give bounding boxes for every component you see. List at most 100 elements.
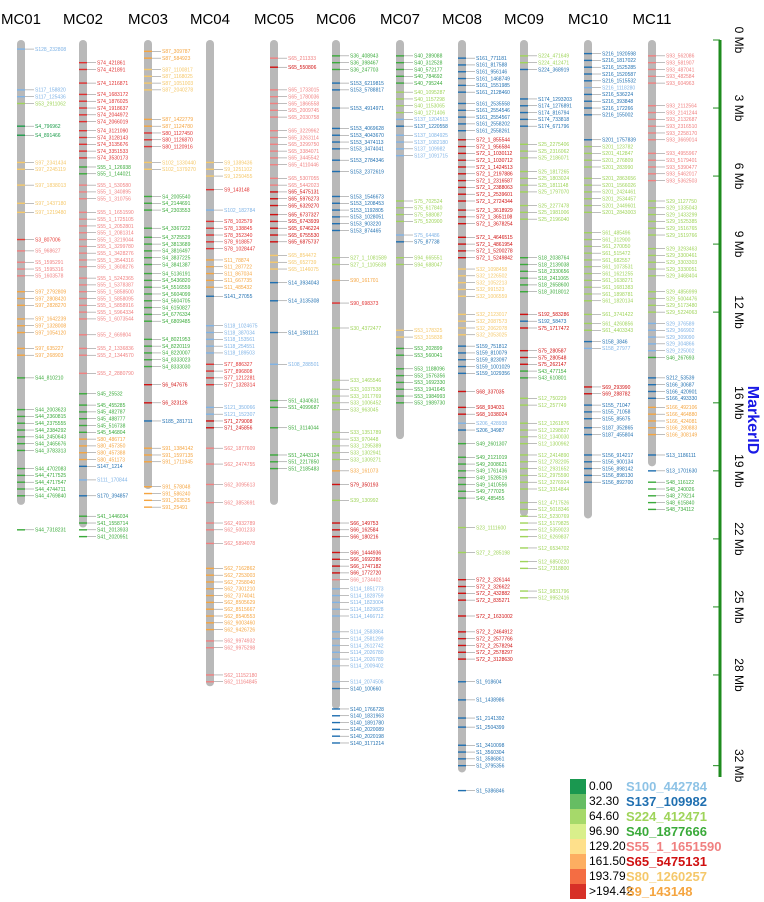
marker-label: S65_1780036 xyxy=(288,94,319,100)
marker-label: S44_4769840 xyxy=(35,494,66,500)
marker-label: S72_1_3678254 xyxy=(476,221,513,227)
chromosome-title: MC08 xyxy=(442,11,482,28)
marker-label: S40_1095287 xyxy=(414,90,445,96)
chromosome-mc06: MC06S36_408943S36_398467S36_247703S153_6… xyxy=(316,11,387,747)
marker-label: S18_2038764 xyxy=(538,255,569,261)
chromosome-mc08: MC08S161_771181S161_817588S161_956146S16… xyxy=(442,11,513,794)
marker-label: S1_1438986 xyxy=(476,698,505,704)
marker-label: S65_1866558 xyxy=(288,101,319,107)
marker-label: S18_2139038 xyxy=(538,262,569,268)
marker-label: S40_289088 xyxy=(414,54,443,60)
marker-label: S25_2196040 xyxy=(538,217,569,223)
marker-label: S32_1052213 xyxy=(476,280,507,286)
chromosome-title: MC01 xyxy=(1,11,41,28)
marker-label: S118_153561 xyxy=(224,337,255,343)
marker-label: S55_2_1344570 xyxy=(97,353,134,359)
marker-label: S78_1028447 xyxy=(224,246,255,252)
marker-label: S93_5179401 xyxy=(666,158,697,164)
marker-label: S48_240026 xyxy=(666,487,695,493)
marker-label: S72_1_2539601 xyxy=(476,192,513,198)
marker-label: S87_309787 xyxy=(162,49,191,55)
marker-label: S49_1528519 xyxy=(476,475,507,481)
marker-label: S91_25491 xyxy=(162,505,188,511)
marker-label: S156_898142 xyxy=(602,466,633,472)
marker-label: S114_1829828 xyxy=(350,607,384,613)
marker-label: S1_2141392 xyxy=(476,716,505,722)
marker-label: S61_515472 xyxy=(602,251,631,257)
marker-label: S153_4069628 xyxy=(350,126,384,132)
marker-label: S62_5894078 xyxy=(224,541,255,547)
marker-label: S93_2132687 xyxy=(666,117,697,123)
axis-title: MarkerID xyxy=(744,386,761,454)
scale-tick-label: 0 Mb xyxy=(732,27,746,54)
marker-label: S5_1595291 xyxy=(35,260,64,266)
chromosome-title: MC11 xyxy=(633,11,672,28)
marker-label: S155_85675 xyxy=(602,417,631,423)
marker-label: S185_281711 xyxy=(162,419,193,425)
marker-label: S66_149753 xyxy=(350,521,379,527)
marker-label: S75_588087 xyxy=(414,212,443,218)
marker-label: S18_2658600 xyxy=(538,283,569,289)
marker-label: S29_1519766 xyxy=(666,233,697,239)
marker-label: S166_280883 xyxy=(666,426,697,432)
marker-label: S102_1379270 xyxy=(162,167,196,173)
marker-label: S72_1_956584 xyxy=(476,144,510,150)
marker-label: S25_2186071 xyxy=(538,156,569,162)
marker-label: S51_2443124 xyxy=(288,453,319,459)
marker-label: S53_178325 xyxy=(414,328,443,334)
marker-label: S65_6875737 xyxy=(288,240,319,246)
marker-label: S72_1_1030712 xyxy=(476,158,513,164)
marker-label: S117_125436 xyxy=(35,94,66,100)
marker-label: S77_896808 xyxy=(224,369,253,375)
marker-label: S147_1214 xyxy=(97,464,123,470)
marker-label: S62_9974932 xyxy=(224,639,255,645)
marker-label: S51_3114044 xyxy=(288,426,319,432)
marker-label: S93_3669014 xyxy=(666,138,697,144)
marker-label: S9_1251102 xyxy=(224,167,252,173)
marker-label: S153_2372619 xyxy=(350,169,384,175)
chromosome-bar xyxy=(458,40,466,773)
marker-label: S216_1118280 xyxy=(602,85,635,91)
marker-label: S87_1168025 xyxy=(162,74,193,80)
marker-label: S62_9975298 xyxy=(224,646,255,652)
marker-label: S1_3560304 xyxy=(476,750,505,756)
marker-label: S72_1_4646515 xyxy=(476,235,513,241)
marker-label: S66_162584 xyxy=(350,528,379,534)
marker-label: S159_751812 xyxy=(476,344,507,350)
marker-label: S12_1261876 xyxy=(538,421,569,427)
marker-label: S75_617840 xyxy=(414,206,443,212)
marker-label: S93_5390477 xyxy=(666,165,697,171)
marker-label: S49_1761436 xyxy=(476,469,507,475)
legend-swatch xyxy=(570,884,586,899)
marker-label: S216_155002 xyxy=(602,113,633,119)
marker-label: S4_3367222 xyxy=(162,226,191,232)
marker-label: S46_267693 xyxy=(666,355,695,361)
marker-label: S49_2601307 xyxy=(476,441,507,447)
marker-label: S45_488777 xyxy=(97,417,126,423)
marker-label: S201_2843003 xyxy=(602,210,636,216)
marker-label: S33_1309271 xyxy=(350,457,381,463)
marker-label: S62_4932789 xyxy=(224,521,255,527)
marker-label: S62_3853691 xyxy=(224,500,255,506)
marker-label: S72_2_1631002 xyxy=(476,614,513,620)
marker-label: S68_1038024 xyxy=(476,412,507,418)
marker-label: S55_2_1336836 xyxy=(97,346,134,352)
marker-label: S55_1_5378387 xyxy=(97,283,134,289)
marker-label: S27_1_1105639 xyxy=(350,262,387,268)
marker-label: S201_1566026 xyxy=(602,183,636,189)
scale-tick-label: 9 Mb xyxy=(732,231,746,258)
marker-label: S93_2258170 xyxy=(666,131,697,137)
marker-label: S29_3303303 xyxy=(666,260,697,266)
marker-label: S114_2612742 xyxy=(350,643,384,649)
marker-label: S41_1558714 xyxy=(97,521,128,527)
scale-tick-label: 22 Mb xyxy=(732,522,746,556)
marker-label: S153_1028051 xyxy=(350,215,384,221)
marker-label: S3_807006 xyxy=(35,237,61,243)
marker-label: S153_2784346 xyxy=(350,158,384,164)
marker-label: S49_777025 xyxy=(476,489,505,495)
marker-label: S55_2_669804 xyxy=(97,333,131,339)
marker-label: S224_368919 xyxy=(538,67,569,73)
marker-label: S153_5788817 xyxy=(350,88,384,94)
marker-label: S161_2535558 xyxy=(476,101,510,107)
marker-label: S44_810210 xyxy=(35,376,64,382)
